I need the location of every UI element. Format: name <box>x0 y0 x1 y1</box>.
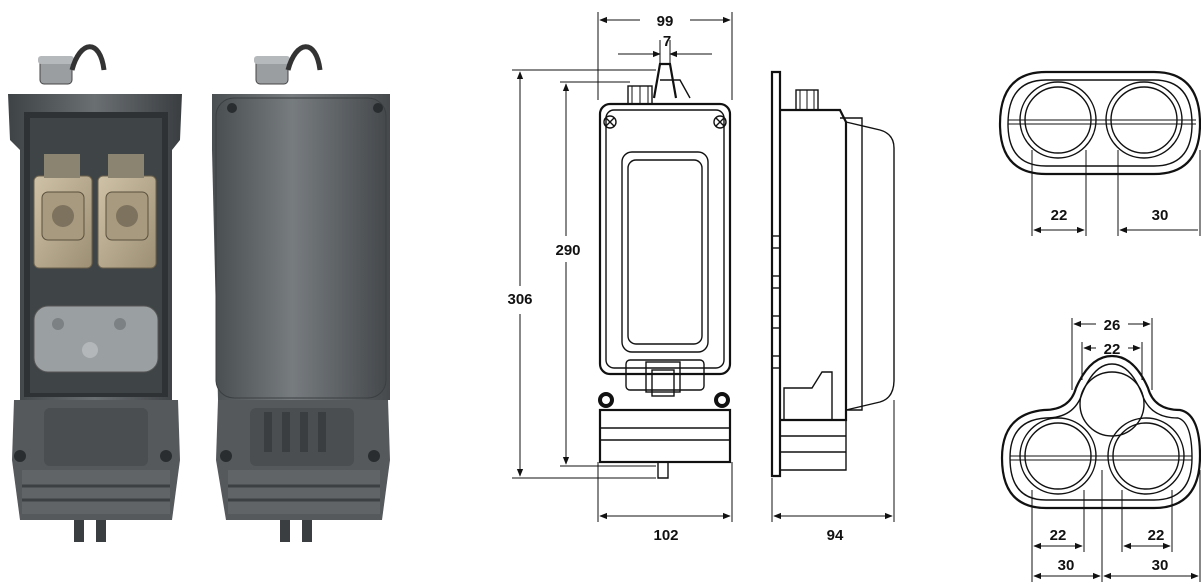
dim-gland3-top-inner: 22 <box>1104 341 1121 358</box>
dim-gland3-top-outer: 26 <box>1104 317 1121 334</box>
dim-hook-width: 7 <box>663 33 671 50</box>
dim-gland3-bottom-right-inner: 22 <box>1148 527 1165 544</box>
front-view-drawing: 99 7 306 290 102 <box>507 12 733 544</box>
dim-height-inner: 290 <box>555 242 580 259</box>
socket-right <box>97 154 157 269</box>
socket-left <box>33 154 93 269</box>
dim-depth: 94 <box>827 527 844 544</box>
photo-open-box <box>8 44 182 542</box>
dim-gland3-bottom-left-outer: 30 <box>1058 557 1075 574</box>
dim-width-top: 99 <box>657 13 674 30</box>
dim-gland2-right: 30 <box>1152 207 1169 224</box>
photo-closed-box <box>212 44 390 542</box>
gland-three-hole: 26 22 22 22 30 30 <box>1000 317 1201 582</box>
dim-gland2-left: 22 <box>1051 207 1068 224</box>
gland-two-hole: 22 30 <box>998 70 1201 236</box>
dim-gland3-bottom-left-inner: 22 <box>1050 527 1067 544</box>
dim-gland3-bottom-right-outer: 30 <box>1152 557 1169 574</box>
dim-width-bottom: 102 <box>653 527 678 544</box>
side-view-drawing: 94 <box>770 70 895 544</box>
dim-height-total: 306 <box>507 291 532 308</box>
